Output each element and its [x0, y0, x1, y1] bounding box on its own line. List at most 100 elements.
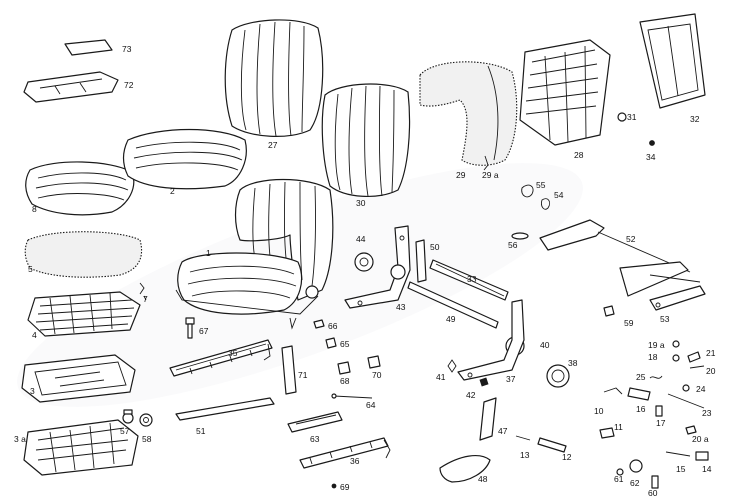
- part-29-backrest-foam-shell: [419, 61, 518, 166]
- callout-51: 51: [196, 426, 206, 436]
- part-50-plate: [415, 239, 427, 283]
- part-51-trim-strip: [175, 397, 275, 421]
- part-60-bolt: [651, 475, 659, 489]
- callout-67: 67: [199, 326, 209, 336]
- callout-33: 33: [467, 274, 477, 284]
- callout-11: 11: [614, 422, 623, 432]
- callout-54: 54: [554, 190, 564, 200]
- callout-14: 14: [702, 464, 712, 474]
- part-12-lever: [537, 437, 567, 453]
- part-8-seat-cushion: [25, 161, 135, 216]
- part-59-nut: [603, 305, 615, 317]
- callout-53: 53: [660, 314, 670, 324]
- callout-30: 30: [356, 198, 366, 208]
- part-72-tray: [23, 71, 119, 103]
- callout-29a: 29 a: [482, 170, 499, 180]
- part-31-nut: [617, 112, 627, 122]
- part-73-cover-plate: [64, 39, 113, 56]
- part-4-seat-spring-mesh: [27, 291, 141, 337]
- callout-19a: 19 a: [648, 340, 665, 350]
- part-24-washer: [682, 384, 690, 392]
- part-10-lever: [603, 387, 623, 395]
- part-61-nut: [616, 468, 624, 476]
- part-65-clip: [325, 337, 337, 349]
- callout-37: 37: [506, 374, 516, 384]
- callout-18: 18: [648, 352, 658, 362]
- callout-4: 4: [32, 330, 37, 340]
- part-70-clip: [367, 355, 381, 369]
- part-3a-seat-wire-frame: [23, 419, 139, 476]
- callout-10: 10: [594, 406, 604, 416]
- part-54-spring: [541, 198, 551, 210]
- callout-16: 16: [636, 404, 646, 414]
- part-37-recliner-bracket: [457, 299, 525, 381]
- callout-3: 3: [30, 386, 35, 396]
- callout-61: 61: [614, 474, 624, 484]
- callout-69: 69: [340, 482, 350, 492]
- callout-43: 43: [396, 302, 406, 312]
- callout-21: 21: [706, 348, 716, 358]
- callout-58: 58: [142, 434, 152, 444]
- callout-5: 5: [28, 264, 33, 274]
- part-28-backrest-spring-frame: [519, 39, 611, 146]
- part-67-bolt: [185, 317, 195, 339]
- part-13-pin: [515, 435, 531, 441]
- callout-3a: 3 a: [14, 434, 26, 444]
- callout-13: 13: [520, 450, 530, 460]
- callout-66: 66: [328, 321, 338, 331]
- callout-56: 56: [508, 240, 518, 250]
- callout-41: 41: [436, 372, 446, 382]
- callout-63: 63: [310, 434, 320, 444]
- callout-52: 52: [626, 234, 636, 244]
- callout-36: 36: [350, 456, 360, 466]
- part-30-backrest-cushion: [321, 83, 411, 197]
- callout-25: 25: [636, 372, 646, 382]
- callout-47: 47: [498, 426, 508, 436]
- callout-12: 12: [562, 452, 572, 462]
- callout-29: 29: [456, 170, 466, 180]
- part-7-clip: [139, 282, 147, 301]
- callout-34: 34: [646, 152, 656, 162]
- part-20-pin: [689, 365, 705, 369]
- callout-32: 32: [690, 114, 700, 124]
- part-58-washer: [139, 413, 153, 427]
- callout-65: 65: [340, 339, 350, 349]
- part-62-bushing: [629, 459, 643, 473]
- part-19a-bolt: [672, 340, 680, 348]
- part-47-hinge-cover: [479, 397, 497, 441]
- part-71-cover-plate: [281, 345, 297, 395]
- part-52-lever-assembly: [539, 219, 701, 297]
- part-66-clip: [313, 319, 325, 329]
- part-1-complete-seat: [175, 178, 334, 330]
- callout-72: 72: [124, 80, 134, 90]
- callout-62: 62: [630, 478, 640, 488]
- part-35-seat-runner: [169, 339, 273, 377]
- part-27-backrest-cushion: [224, 19, 324, 137]
- callout-64: 64: [366, 400, 376, 410]
- callout-71: 71: [298, 370, 308, 380]
- part-21-clip: [687, 351, 701, 363]
- part-11-bracket: [599, 427, 615, 439]
- part-41-spring-pin: [447, 359, 457, 373]
- part-15-spring: [665, 451, 691, 457]
- part-38-trim-ring: [546, 364, 570, 388]
- callout-17: 17: [656, 418, 666, 428]
- part-3-seat-pan: [21, 354, 136, 403]
- callout-59: 59: [624, 318, 634, 328]
- part-25-spring: [649, 375, 663, 379]
- part-5-seat-foam-pad: [24, 231, 143, 278]
- callout-7: 7: [143, 294, 148, 304]
- part-34-button: [649, 140, 655, 146]
- part-48-trim-cover: [439, 454, 491, 483]
- callout-28: 28: [574, 150, 584, 160]
- part-63-guide-rail: [287, 411, 343, 433]
- callout-44: 44: [356, 234, 366, 244]
- part-16-bracket: [627, 387, 651, 401]
- part-56-washer: [511, 232, 529, 240]
- callout-labels: 73 72 27 29 29 a 28 31 32 34 8 2 30 55 5…: [14, 44, 716, 498]
- callout-49: 49: [446, 314, 456, 324]
- callout-55: 55: [536, 180, 546, 190]
- callout-48: 48: [478, 474, 488, 484]
